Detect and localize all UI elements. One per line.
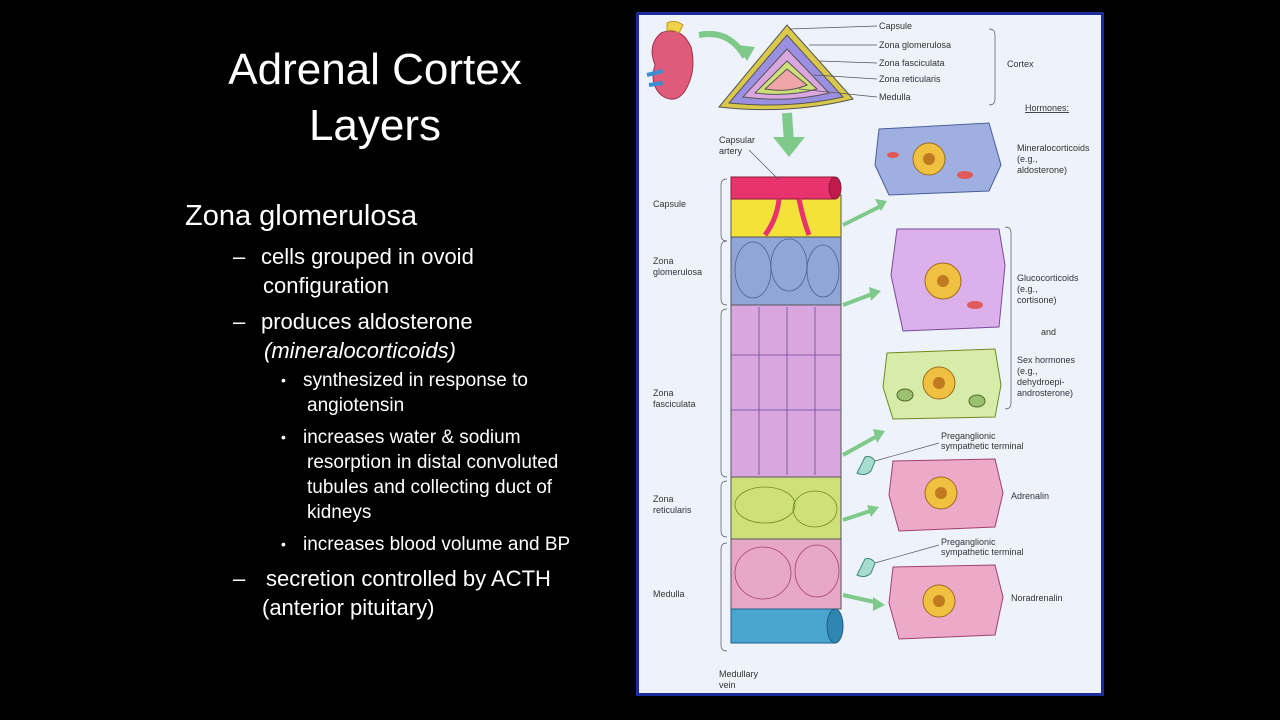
label-left-capsule: Capsule	[653, 199, 686, 209]
title-line-2: Layers	[308, 101, 442, 150]
label-mineral-3: aldosterone)	[1017, 165, 1067, 175]
label-sex-2: (e.g.,	[1017, 366, 1038, 376]
medullary-vein	[730, 608, 844, 644]
arrow-heads	[867, 199, 887, 611]
heading-zona-glomerulosa: Zona glomerulosa	[185, 200, 418, 232]
label-capsule: Capsule	[879, 21, 912, 31]
kidney-icon	[646, 20, 694, 100]
cell-sex-hormone	[882, 348, 1002, 420]
arrow-head-icon	[773, 137, 805, 157]
bullet-text-cont: (anterior pituitary)	[262, 595, 435, 620]
label-and: and	[1041, 327, 1056, 337]
label-medulla: Medulla	[879, 92, 911, 102]
bullet-text: produces aldosterone	[261, 309, 473, 334]
bullet-cells-grouped: – cells grouped in ovoid configuration	[233, 242, 474, 300]
label-left-medulla: Medulla	[653, 589, 685, 599]
dash-marker: –	[233, 566, 246, 591]
subbullet-text-cont: tubules and collecting duct of	[307, 477, 553, 498]
label-zona-glomerulosa: Zona glomerulosa	[879, 40, 951, 50]
label-left-zg-1: Zona	[653, 256, 674, 266]
arrow-head-icon	[737, 45, 755, 61]
label-sex-4: androsterone)	[1017, 388, 1073, 398]
label-left-zf-2: fasciculata	[653, 399, 696, 409]
label-vein-2: vein	[719, 680, 736, 690]
bullet-text-cont: configuration	[263, 273, 389, 298]
capsular-artery	[730, 176, 842, 237]
adrenal-diagram: Capsule Zona glomerulosa Zona fasciculat…	[646, 20, 1090, 690]
bullet-text: cells grouped in ovoid	[261, 244, 474, 269]
label-gluco-1: Glucocorticoids	[1017, 273, 1079, 283]
dash-marker: –	[233, 309, 246, 334]
slide-content: Zona glomerulosa – cells grouped in ovoi…	[0, 0, 620, 720]
label-hormones: Hormones:	[1025, 103, 1069, 113]
label-sex-3: dehydroepi-	[1017, 377, 1065, 387]
label-adrenalin: Adrenalin	[1011, 491, 1049, 501]
label-pre1-1: Preganglionic	[941, 431, 996, 441]
label-vein-1: Medullary	[719, 669, 759, 679]
title-line-1: Adrenal Cortex	[228, 45, 522, 94]
label-left-zr-2: reticularis	[653, 505, 692, 515]
label-zona-fasciculata: Zona fasciculata	[879, 58, 945, 68]
subbullet-text: increases blood volume and BP	[303, 534, 571, 555]
subbullet-blood-volume: • increases blood volume and BP	[281, 532, 571, 557]
subbullet-text-cont: angiotensin	[307, 395, 405, 416]
label-mineral-1: Mineralocorticoids	[1017, 143, 1090, 153]
bullet-acth: – secretion controlled by ACTH (anterior…	[233, 564, 551, 622]
top-leader-lines	[788, 25, 996, 106]
bullet-produces-aldosterone: – produces aldosterone (mineralocorticoi…	[233, 307, 473, 365]
subbullet-text-cont: kidneys	[307, 502, 372, 523]
label-left-zr-1: Zona	[653, 494, 674, 504]
cell-adrenalin	[856, 442, 1004, 532]
adrenal-histology-figure: Capsule Zona glomerulosa Zona fasciculat…	[636, 12, 1104, 696]
label-capsular-artery-1: Capsular	[719, 135, 755, 145]
subbullet-angiotensin: • synthesized in response to angiotensin	[281, 368, 528, 418]
dash-marker: –	[233, 244, 246, 269]
bullet-text-cont: (mineralocorticoids)	[264, 338, 456, 363]
tissue-column	[730, 194, 842, 610]
cell-noradrenalin	[856, 544, 1004, 640]
subbullet-water-sodium: • increases water & sodium resorption in…	[281, 425, 559, 525]
label-gluco-2: (e.g.,	[1017, 284, 1038, 294]
label-capsular-artery-2: artery	[719, 146, 743, 156]
dot-marker: •	[281, 429, 286, 445]
cell-mineralocorticoid	[874, 122, 1002, 196]
dot-marker: •	[281, 372, 286, 388]
label-left-zf-1: Zona	[653, 388, 674, 398]
label-gluco-3: cortisone)	[1017, 295, 1057, 305]
arrows-to-cells	[842, 203, 884, 605]
gland-section	[718, 24, 854, 111]
left-braces	[720, 149, 780, 652]
label-sex-1: Sex hormones	[1017, 355, 1076, 365]
cell-glucocorticoid	[890, 228, 1006, 332]
label-left-zg-2: glomerulosa	[653, 267, 702, 277]
subbullet-text: synthesized in response to	[303, 370, 528, 391]
bullet-text: secretion controlled by ACTH	[266, 566, 551, 591]
label-pre2-2: sympathetic terminal	[941, 547, 1024, 557]
slide-title: Adrenal Cortex Layers	[170, 42, 580, 154]
right-brace	[1004, 226, 1012, 410]
label-cortex: Cortex	[1007, 59, 1034, 69]
label-pre1-2: sympathetic terminal	[941, 441, 1024, 451]
dot-marker: •	[281, 536, 286, 552]
label-zona-reticularis: Zona reticularis	[879, 74, 941, 84]
label-noradrenalin: Noradrenalin	[1011, 593, 1063, 603]
label-pre2-1: Preganglionic	[941, 537, 996, 547]
subbullet-text-cont: resorption in distal convoluted	[307, 452, 559, 473]
subbullet-text: increases water & sodium	[303, 427, 521, 448]
label-mineral-2: (e.g.,	[1017, 154, 1038, 164]
